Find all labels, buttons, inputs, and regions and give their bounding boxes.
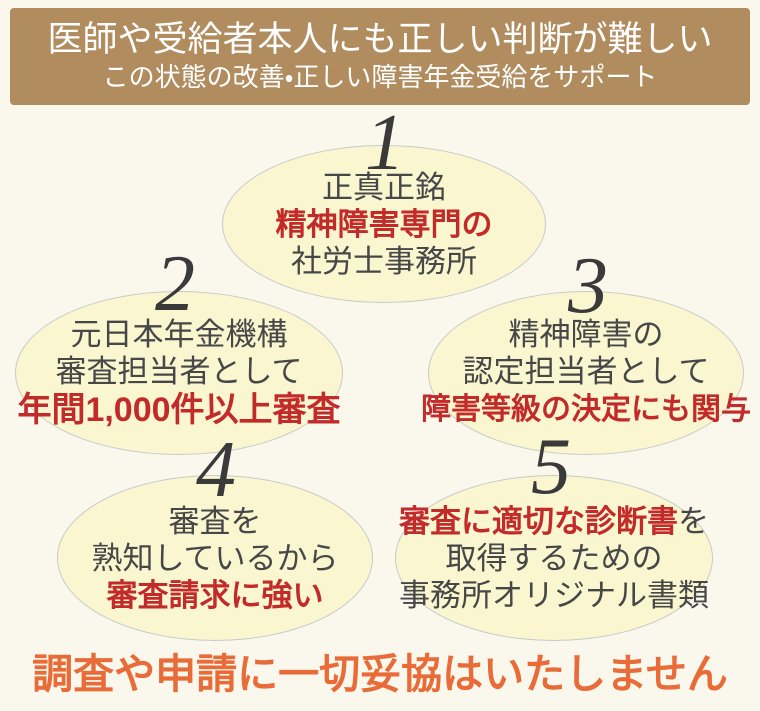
bubble-1: 正真正銘 精神障害専門の 社労士事務所 (222, 145, 546, 303)
bubble-1-line-3: 社労士事務所 (291, 243, 477, 279)
bubble-1-line-2: 精神障害専門の (275, 206, 493, 242)
header-subtitle: この状態の改善・正しい障害年金受給をサポート (102, 63, 658, 92)
bubble-3-line-3: 障害等級の決定にも関与 (421, 393, 751, 426)
bubble-3-line-2: 認定担当者として (462, 354, 710, 389)
bubble-1-line-1: 正真正銘 (322, 169, 446, 205)
bubble-3: 精神障害の 認定担当者として 障害等級の決定にも関与 (421, 291, 751, 455)
bubble-3-line-1: 精神障害の (508, 317, 664, 352)
bubble-2: 元日本年金機構 審査担当者として 年間1,000件以上審査 (15, 291, 343, 455)
bubble-5-line-3: 事務所オリジナル書類 (399, 577, 709, 613)
footer-slogan: 調査や申請に一切妥協はいたしません (32, 651, 728, 697)
bubble-2-line-1: 元日本年金機構 (70, 317, 288, 352)
bubble-5-line-1-red: 審査に適切な診断書 (399, 503, 678, 539)
bubble-4-line-3: 審査請求に強い (106, 577, 324, 613)
bubble-3-number: 3 (568, 242, 608, 330)
header-title: 医師や受給者本人にも正しい判断が難しい (47, 20, 713, 59)
bubble-1-number: 1 (365, 99, 405, 187)
bubble-4: 審査を 熟知しているから 審査請求に強い (57, 475, 373, 641)
bubble-5-line-2: 取得するための (445, 540, 663, 576)
bubble-2-number: 2 (155, 240, 195, 328)
header-banner: 医師や受給者本人にも正しい判断が難しい この状態の改善・正しい障害年金受給をサポ… (10, 8, 750, 105)
bubble-5-line-1-tail: を (678, 503, 709, 539)
bubble-5: 審査に適切な診断書を 取得するための 事務所オリジナル書類 (395, 475, 713, 641)
bubble-4-number: 4 (196, 426, 236, 514)
bubble-2-line-2: 審査担当者として (55, 354, 303, 389)
bubble-4-line-1: 審査を (168, 503, 262, 539)
bubble-2-line-3: 年間1,000件以上審査 (17, 391, 341, 429)
bubble-5-number: 5 (531, 423, 571, 511)
bubble-4-line-2: 熟知しているから (91, 540, 339, 576)
bubble-5-line-1: 審査に適切な診断書を (399, 503, 709, 540)
